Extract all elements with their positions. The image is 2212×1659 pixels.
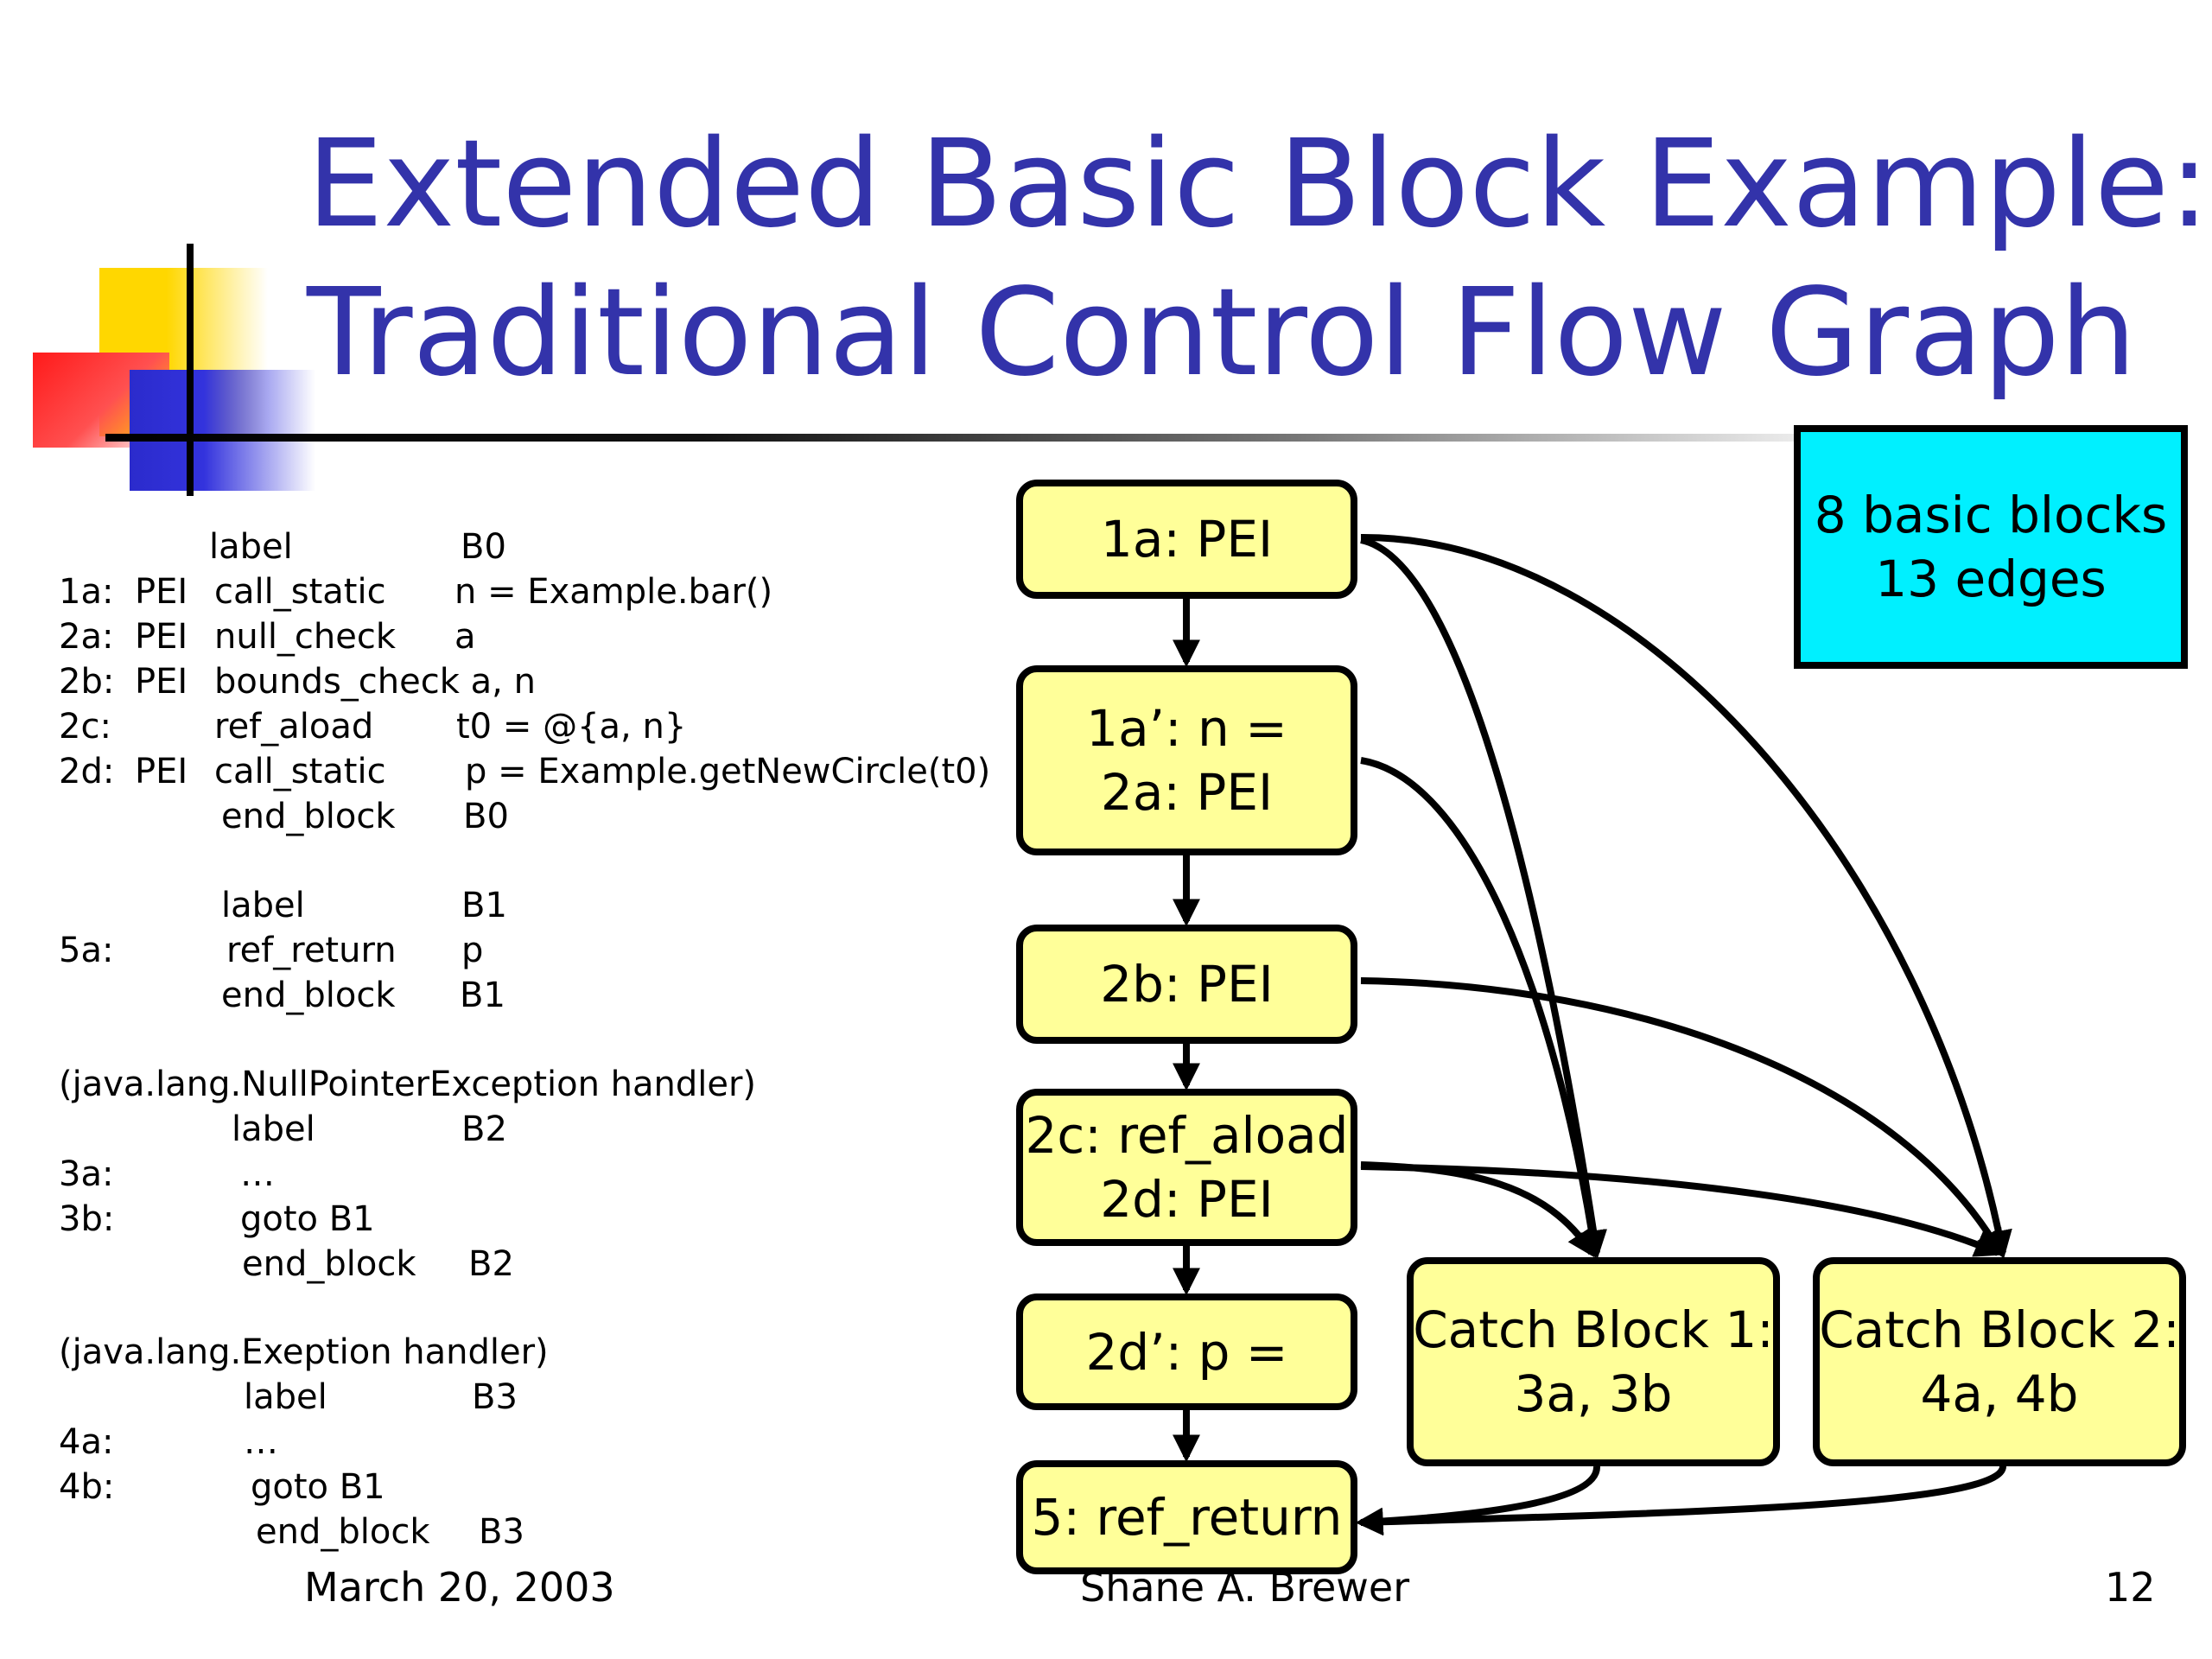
code-arg: B2 — [461, 1109, 507, 1149]
summary-note: 8 basic blocks 13 edges — [1794, 425, 2188, 669]
code-op: bounds_check a, n — [214, 662, 536, 702]
code-arg: B3 — [479, 1512, 524, 1552]
code-op: ref_aload — [214, 707, 374, 747]
decor-blue-square — [130, 370, 315, 491]
code-id: 2c: — [59, 707, 111, 747]
node-2d-prime: 2d’: p = — [1016, 1294, 1357, 1410]
code-arg: B1 — [461, 886, 507, 925]
node-1a: 1a: PEI — [1016, 480, 1357, 599]
node-catch-block-2: Catch Block 2:4a, 4b — [1813, 1257, 2186, 1466]
code-arg: B0 — [463, 797, 509, 836]
code-arg: B2 — [468, 1244, 514, 1284]
slide-title: Extended Basic Block Example: Traditiona… — [307, 111, 2210, 408]
code-id: 2d: — [59, 752, 115, 791]
decor-vertical-line — [187, 244, 194, 496]
edge-1a-to-catch1 — [1360, 537, 1607, 1259]
code-op: … — [244, 1422, 278, 1462]
node-label: 4a, 4b — [1920, 1364, 2079, 1423]
code-op: end_block — [242, 1244, 416, 1284]
code-arg: B3 — [472, 1377, 518, 1417]
code-id: 5a: — [59, 931, 114, 970]
title-line-2: Traditional Control Flow Graph — [307, 263, 2137, 404]
node-label: Catch Block 1: — [1413, 1300, 1774, 1359]
code-op: label — [209, 527, 293, 567]
edge-1a-prime-to-catch1 — [1360, 757, 1605, 1259]
node-label: 1a’: n = — [1086, 699, 1287, 758]
code-id: 4b: — [59, 1467, 115, 1507]
node-label: 2a: PEI — [1100, 763, 1274, 822]
code-op: goto B1 — [251, 1467, 385, 1507]
edge-1a-to-catch2 — [1360, 533, 2012, 1259]
code-pei: PEI — [135, 572, 188, 612]
node-1a-prime: 1a’: n =2a: PEI — [1016, 665, 1357, 855]
code-arg: a — [454, 617, 476, 657]
code-op: label — [244, 1377, 327, 1417]
node-label: 5: ref_return — [1031, 1488, 1343, 1547]
node-catch-block-1: Catch Block 1:3a, 3b — [1407, 1257, 1780, 1466]
code-arg: B0 — [461, 527, 506, 567]
title-underline — [105, 434, 1812, 442]
code-op: call_static — [214, 752, 386, 791]
code-pei: PEI — [135, 662, 188, 702]
code-id: 4a: — [59, 1422, 114, 1462]
code-op: null_check — [214, 617, 397, 657]
code-id: 3a: — [59, 1154, 114, 1194]
node-2b: 2b: PEI — [1016, 925, 1357, 1044]
code-id: 2b: — [59, 662, 115, 702]
edge-catch2-to-5 — [1355, 1465, 2006, 1536]
code-id: 3b: — [59, 1199, 115, 1239]
footer-page-number: 12 — [2105, 1564, 2156, 1611]
code-arg: t0 = @{a, n} — [456, 707, 687, 747]
code-arg: n = Example.bar() — [454, 572, 773, 612]
footer-date: March 20, 2003 — [304, 1564, 615, 1611]
code-op: end_block — [221, 797, 396, 836]
code-op: end_block — [221, 976, 396, 1015]
edge-2c-to-catch1 — [1360, 1161, 1595, 1258]
edge-2c-to-catch2 — [1360, 1163, 2003, 1257]
note-line-1: 8 basic blocks — [1814, 486, 2168, 544]
node-label: Catch Block 2: — [1819, 1300, 2180, 1359]
code-op: label — [232, 1109, 315, 1149]
code-arg: p = Example.getNewCircle(t0) — [465, 752, 991, 791]
edge-2b-to-catch2 — [1360, 977, 2004, 1258]
code-op: label — [221, 886, 305, 925]
code-id: 1a: — [59, 572, 114, 612]
title-line-1: Extended Basic Block Example: — [307, 114, 2210, 255]
footer-author: Shane A. Brewer — [1080, 1564, 1410, 1611]
node-label: 3a, 3b — [1514, 1364, 1673, 1423]
code-op: ref_return — [226, 931, 397, 970]
code-pei: PEI — [135, 617, 188, 657]
node-label: 2c: ref_aload — [1025, 1106, 1349, 1165]
code-op: … — [240, 1154, 275, 1194]
code-op: (java.lang.NullPointerException handler) — [59, 1065, 757, 1104]
node-label: 2d: PEI — [1100, 1170, 1274, 1229]
code-op: goto B1 — [240, 1199, 375, 1239]
node-label: 1a: PEI — [1100, 510, 1274, 569]
code-arg: B1 — [460, 976, 505, 1015]
code-op: call_static — [214, 572, 386, 612]
code-pei: PEI — [135, 752, 188, 791]
node-label: 2b: PEI — [1100, 955, 1274, 1014]
code-op: end_block — [256, 1512, 430, 1552]
node-label: 2d’: p = — [1085, 1322, 1288, 1382]
code-id: 2a: — [59, 617, 114, 657]
code-arg: p — [461, 931, 484, 970]
note-line-2: 13 edges — [1875, 550, 2107, 608]
code-op: (java.lang.Exeption handler) — [59, 1332, 549, 1372]
node-5: 5: ref_return — [1016, 1460, 1357, 1574]
